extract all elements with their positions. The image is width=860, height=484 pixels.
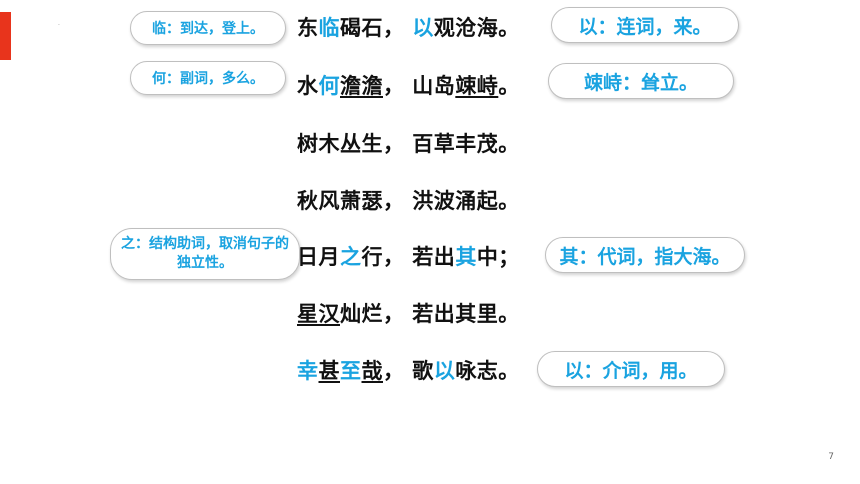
poem-text: 咏志。 [455, 359, 520, 383]
poem-text: 树木丛生， 百草丰茂。 [297, 132, 520, 156]
poem-line-3: 树木丛生， 百草丰茂。 [297, 130, 520, 158]
note-text: 临：到达，登上。 [152, 21, 264, 37]
highlight-word: 临 [318, 16, 340, 40]
underlined-word: 竦峙 [455, 74, 499, 98]
note-yi-1: 以：连词，来。 [551, 7, 739, 43]
note-lin: 临：到达，登上。 [130, 11, 286, 45]
poem-line-6: 星汉灿烂， 若出其里。 [297, 300, 520, 328]
note-yi-2: 以：介词，用。 [537, 351, 725, 387]
poem-text: ， 山岛 [383, 74, 456, 98]
underlined-word: 甚 [318, 359, 340, 383]
note-text: 竦峙：耸立。 [583, 71, 698, 94]
highlight-word: 以 [433, 359, 456, 383]
note-text: 之：结构助词，取消句子的独立性。 [121, 236, 289, 271]
poem-text: 日月 [297, 245, 340, 269]
underlined-word: 星汉 [297, 302, 340, 326]
note-he: 何：副词，多么。 [130, 61, 286, 95]
poem-text: 中； [476, 245, 520, 269]
underlined-word: 澹澹 [340, 74, 383, 98]
poem-text: 灿烂， 若出其里。 [340, 302, 520, 326]
poem-text: 秋风萧瑟， 洪波涌起。 [297, 189, 520, 213]
note-songzhi: 竦峙：耸立。 [548, 63, 734, 99]
note-zhi: 之：结构助词，取消句子的独立性。 [110, 228, 300, 280]
decorative-dot: · [58, 22, 60, 29]
poem-line-7: 幸甚至哉， 歌以咏志。 [297, 357, 520, 385]
poem-text: 。 [498, 74, 520, 98]
highlight-word: 之 [340, 245, 362, 269]
note-qi: 其：代词，指大海。 [545, 237, 745, 273]
note-text: 以：介词，用。 [564, 359, 698, 382]
highlight-word: 其 [455, 245, 477, 269]
page-number: 7 [828, 452, 834, 462]
poem-text: 观沧海。 [433, 16, 520, 40]
highlight-word: 何 [318, 74, 340, 98]
highlight-word: 以 [412, 16, 434, 40]
highlight-word: 至 [340, 359, 362, 383]
note-text: 何：副词，多么。 [152, 71, 264, 87]
poem-line-4: 秋风萧瑟， 洪波涌起。 [297, 187, 520, 215]
accent-bar [0, 12, 11, 60]
underlined-word: 哉 [361, 359, 383, 383]
highlight-word: 幸 [297, 359, 319, 383]
poem-text: 东 [297, 16, 319, 40]
poem-line-2: 水何澹澹， 山岛竦峙。 [297, 72, 520, 100]
note-text: 以：连词，来。 [578, 15, 712, 38]
poem-text: 碣石， [340, 16, 413, 40]
poem-text: 行， 若出 [361, 245, 456, 269]
poem-text: 水 [297, 74, 319, 98]
note-text: 其：代词，指大海。 [559, 245, 731, 268]
poem-line-1: 东临碣石， 以观沧海。 [297, 14, 520, 42]
poem-text: ， 歌 [383, 359, 434, 383]
poem-line-5: 日月之行， 若出其中； [297, 243, 520, 271]
